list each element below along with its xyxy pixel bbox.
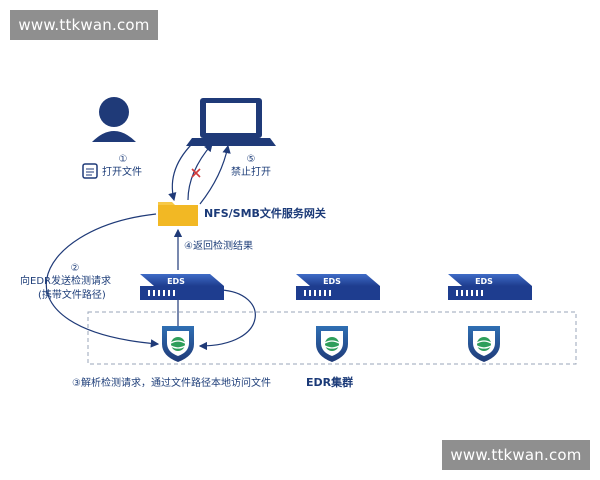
arrow-local-access bbox=[198, 289, 256, 351]
step2-label: 向EDR发送检测请求 bbox=[20, 276, 111, 287]
step3-label: ③解析检测请求，通过文件路径本地访问文件 bbox=[72, 378, 271, 389]
step2-sublabel: (携带文件路径) bbox=[38, 290, 106, 301]
edr-shield-icon bbox=[468, 326, 500, 362]
arrow-send-request bbox=[45, 213, 160, 348]
file-icon bbox=[82, 163, 98, 179]
eds-label: EDS bbox=[323, 277, 341, 286]
step1-label: 打开文件 bbox=[102, 167, 142, 178]
edr-shield-icon bbox=[162, 326, 194, 362]
edr-shield-icon bbox=[316, 326, 348, 362]
eds-label: EDS bbox=[475, 277, 493, 286]
edr-cluster-border bbox=[87, 311, 577, 365]
eds-device-icon: EDS bbox=[296, 274, 380, 300]
step2-number: ② bbox=[70, 263, 80, 274]
watermark-top: www.ttkwan.com bbox=[10, 10, 158, 40]
folder-icon bbox=[158, 202, 198, 226]
eds-label: EDS bbox=[167, 277, 185, 286]
watermark-bottom: www.ttkwan.com bbox=[442, 440, 590, 470]
step5-label: 禁止打开 bbox=[231, 167, 271, 178]
arrow-open-file bbox=[168, 139, 197, 202]
eds-device-icon: EDS bbox=[140, 274, 224, 300]
arrow-deny bbox=[199, 144, 231, 205]
step1-number: ① bbox=[118, 154, 128, 165]
laptop-icon bbox=[186, 98, 276, 146]
eds-device-icon: EDS bbox=[448, 274, 532, 300]
edr-cluster-label: EDR集群 bbox=[306, 376, 354, 389]
cross-icon bbox=[191, 168, 201, 178]
step4-label: ④返回检测结果 bbox=[184, 241, 253, 252]
step5-number: ⑤ bbox=[246, 154, 256, 165]
user-icon bbox=[92, 97, 136, 142]
gateway-label: NFS/SMB文件服务网关 bbox=[204, 207, 326, 220]
